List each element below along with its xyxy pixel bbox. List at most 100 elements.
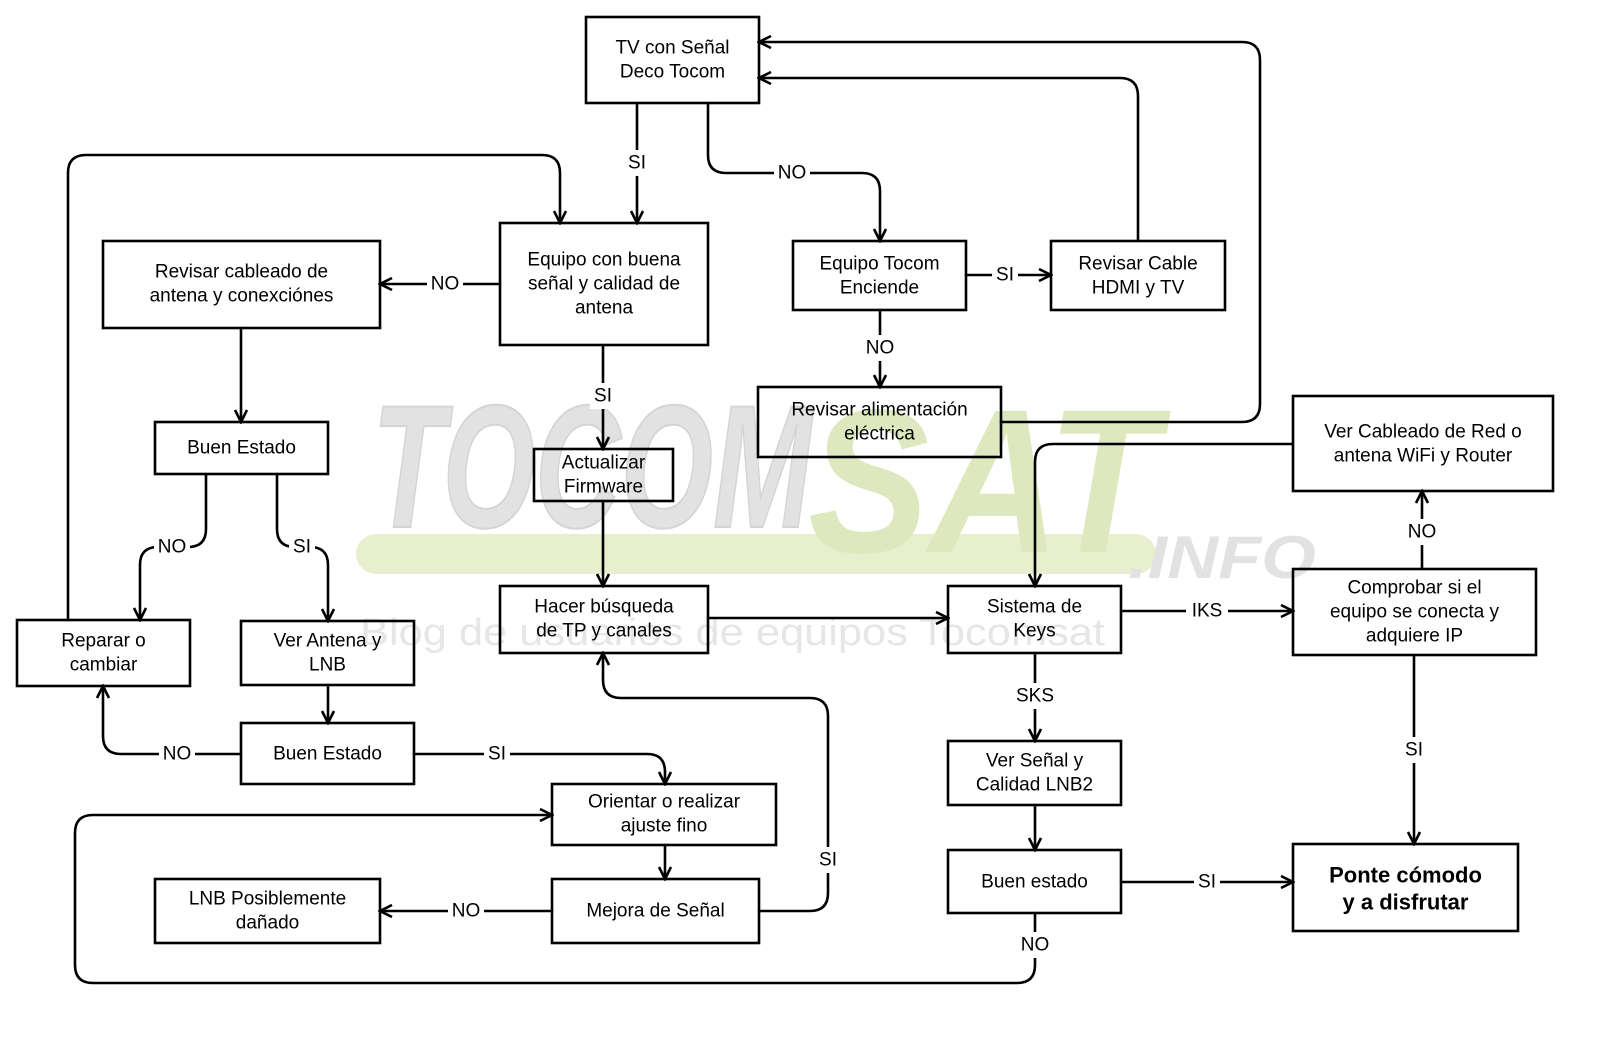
node-text-line: Firmware (564, 477, 643, 498)
node-buen-estado-1: Buen Estado (153, 420, 330, 476)
edges (66, 42, 1422, 985)
edge-label: SKS (1014, 683, 1056, 709)
node-ver-senal-lnb2: Ver Señal y Calidad LNB2 (946, 739, 1123, 807)
node-ver-antena-lnb: Ver Antena y LNB (239, 619, 416, 687)
watermark: TOCOM SAT .INFO Blog de usuarios de equi… (356, 367, 1316, 654)
watermark-brand-part1: TOCOM (372, 370, 814, 565)
node-text-line: LNB (309, 655, 346, 676)
edge-label: SI (289, 535, 315, 559)
node-tv: TV con Señal Deco Tocom (584, 15, 761, 105)
edge-label-bg (1404, 519, 1440, 545)
node-box (239, 619, 416, 687)
node-buen-estado-2: Buen Estado (239, 721, 416, 786)
node-revisar-alimentacion: Revisar alimentación eléctrica (756, 385, 1003, 459)
edge-label-bg (992, 263, 1018, 287)
node-box (498, 221, 710, 347)
node-text-line: equipo se conecta y (1330, 602, 1500, 623)
node-text-line: Ver Señal y (986, 751, 1084, 772)
node-text-line: Sistema de (987, 597, 1082, 618)
node-text-line: Orientar o realizar (588, 792, 741, 813)
node-text-line: Deco Tocom (620, 62, 725, 83)
edge-label-bg (1194, 870, 1220, 894)
edge-label-text: SI (996, 265, 1014, 286)
edge-label-text: IKS (1192, 601, 1223, 622)
edge-label-text: NO (1021, 935, 1050, 956)
edge-label-bg (815, 847, 841, 873)
edge-label-bg (1017, 932, 1053, 958)
edge-label: IKS (1186, 599, 1228, 623)
edge-label: SI (1401, 737, 1427, 763)
node-equipo-senal: Equipo con buena señal y calidad de ante… (498, 221, 710, 347)
edge-label-bg (1401, 737, 1427, 763)
node-mejora-senal: Mejora de Señal (550, 877, 761, 945)
edge-label-bg (862, 335, 898, 361)
node-text-line: antena WiFi y Router (1334, 446, 1513, 467)
edge-label: SI (590, 383, 616, 409)
edge-label-text: NO (778, 163, 807, 184)
node-box (584, 15, 761, 105)
edge-label-text: SI (628, 153, 646, 174)
edge-label: NO (1404, 519, 1440, 545)
node-box (1291, 842, 1520, 933)
node-text-line: Revisar Cable (1078, 254, 1197, 275)
node-text-line: señal y calidad de (528, 274, 680, 295)
watermark-swoosh (356, 534, 1156, 574)
node-box (153, 420, 330, 476)
node-text-line: de TP y canales (536, 621, 672, 642)
watermark-brand-part2: SAT (808, 367, 1171, 596)
edge-label-text: NO (866, 338, 895, 359)
node-sistema-keys: Sistema de Keys (946, 584, 1123, 655)
node-text-line: Buen Estado (187, 438, 296, 459)
edge-revisar-hdmi-to-tv (759, 78, 1140, 243)
edge-buen-estado-3-to-orientar (73, 815, 1037, 985)
edge-label: SI (815, 847, 841, 873)
node-box (532, 447, 675, 503)
edge-label-text: SKS (1016, 686, 1054, 707)
edge-label: SI (484, 742, 510, 766)
node-buen-estado-3: Buen estado (946, 848, 1123, 915)
node-box (498, 584, 710, 655)
node-text-line: ajuste fino (621, 816, 708, 837)
node-revisar-cableado: Revisar cableado de antena y conexciónes (101, 239, 382, 330)
node-text-line: Calidad LNB2 (976, 775, 1093, 796)
node-box (239, 721, 416, 786)
node-box (153, 877, 382, 945)
node-box (791, 239, 968, 312)
edge-label-text: NO (431, 274, 460, 295)
node-text-line: Mejora de Señal (586, 901, 724, 922)
node-box (15, 618, 192, 688)
node-text-line: antena y conexciónes (150, 286, 334, 307)
node-box (1049, 239, 1227, 312)
watermark-brand-suffix: .INFO (1128, 524, 1316, 591)
edge-label-text: SI (819, 850, 837, 871)
edge-label-bg (1186, 599, 1228, 623)
node-box (946, 584, 1123, 655)
node-text-line: Buen Estado (273, 744, 382, 765)
node-box (946, 848, 1123, 915)
node-equipo-enciende: Equipo Tocom Enciende (791, 239, 968, 312)
node-text-line: HDMI y TV (1092, 278, 1185, 299)
edge-label: NO (774, 161, 810, 185)
edge-label-bg (159, 742, 195, 766)
edge-label-text: SI (488, 744, 506, 765)
edge-ver-cableado-red-to-sistema-keys (1035, 442, 1295, 586)
edge-buen-estado-2-to-reparar (103, 686, 243, 756)
node-text-line: Ver Antena y (274, 631, 382, 652)
node-text-line: Equipo Tocom (819, 254, 939, 275)
node-ponte-comodo: Ponte cómodo y a disfrutar (1291, 842, 1520, 933)
node-text-line: cambiar (70, 655, 138, 676)
node-box (101, 239, 382, 330)
node-text-line: y a disfrutar (1343, 890, 1469, 915)
edge-label-bg (624, 150, 650, 176)
node-text-line: Hacer búsqueda (534, 597, 674, 618)
node-text-line: TV con Señal (615, 38, 729, 59)
node-actualizar-firmware: Actualizar Firmware (532, 447, 675, 503)
edge-label-text: NO (1408, 522, 1437, 543)
node-text-line: Revisar alimentación (791, 400, 967, 421)
edge-label-bg (484, 742, 510, 766)
node-comprobar-ip: Comprobar si el equipo se conecta y adqu… (1291, 567, 1538, 657)
node-text-line: LNB Posiblemente (189, 889, 346, 910)
node-text-line: dañado (236, 913, 299, 934)
edge-label-text: SI (1405, 740, 1423, 761)
